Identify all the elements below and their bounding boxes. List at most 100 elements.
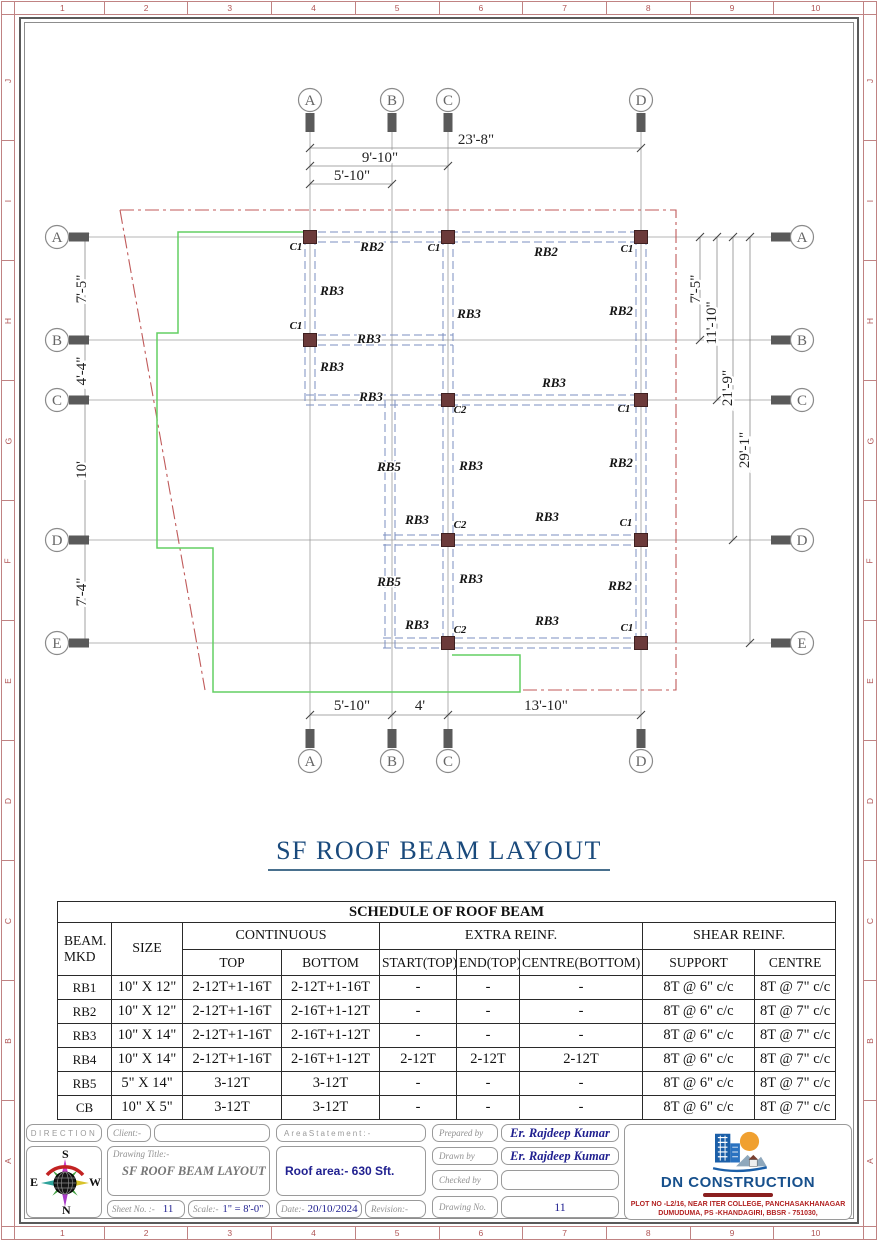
- date-value: 20/10/2024: [307, 1203, 358, 1215]
- schedule-cell: -: [519, 1095, 643, 1120]
- beam-label: RB2: [607, 578, 632, 593]
- schedule-cell: 2-12T+1-16T: [182, 999, 282, 1024]
- ruler-cell: B: [864, 980, 876, 1100]
- schedule-cell: 10" X 14": [111, 1023, 183, 1048]
- company-box: DN CONSTRUCTION PLOT NO -L2/16, NEAR ITE…: [624, 1124, 852, 1220]
- col-header-end-top: END(TOP): [456, 949, 520, 976]
- column-label: C1: [620, 517, 633, 529]
- grid-lines: [89, 131, 771, 729]
- column-marker: [441, 230, 455, 244]
- column-markers: [303, 230, 648, 650]
- svg-text:B: B: [387, 93, 397, 109]
- compass-box: S N E W: [26, 1146, 102, 1218]
- prepared-by-value: Er. Rajdeep Kumar: [510, 1125, 610, 1140]
- schedule-cell: 10" X 5": [111, 1095, 183, 1120]
- ruler-cell-label: 7: [562, 1228, 567, 1238]
- ruler-cell: 4: [271, 2, 355, 14]
- prepared-by-label-box: Prepared by: [432, 1124, 498, 1142]
- drawing-title-label: Drawing Title:-: [113, 1149, 170, 1159]
- schedule-cell: CB: [57, 1095, 112, 1120]
- ruler-cell: 1: [21, 2, 104, 14]
- dimension-text: 29'-1": [737, 432, 753, 468]
- direction-box: DIRECTION: [26, 1124, 102, 1142]
- company-address-line1: PLOT NO -L2/16, NEAR ITER COLLEGE, PANCH…: [630, 1201, 846, 1208]
- schedule-cell: 8T @ 6" c/c: [642, 999, 755, 1024]
- col-header-size: SIZE: [111, 922, 183, 976]
- dimension-text: 23'-8": [458, 132, 494, 148]
- grid-bubble-B: B: [44, 327, 89, 353]
- schedule-cell: 2-12T: [519, 1047, 643, 1072]
- schedule-title-row: SCHEDULE OF ROOF BEAM: [56, 901, 837, 923]
- column-marker: [303, 333, 317, 347]
- svg-text:D: D: [636, 754, 647, 770]
- ruler-cell: 9: [689, 2, 774, 14]
- dimension-ticks: [80, 143, 755, 720]
- checked-by-label-box: Checked by: [432, 1170, 498, 1190]
- ruler-cell: I: [2, 140, 14, 260]
- svg-text:B: B: [52, 333, 62, 349]
- ruler-cell: 8: [605, 1227, 690, 1239]
- beam-label: RB3: [358, 389, 383, 404]
- column-label: C2: [454, 404, 467, 416]
- schedule-cell: -: [379, 1071, 457, 1096]
- column-marker: [634, 533, 648, 547]
- dimension-text: 5'-10": [334, 698, 370, 714]
- schedule-cell: -: [519, 999, 643, 1024]
- svg-text:B: B: [387, 754, 397, 770]
- ruler-cell: G: [2, 380, 14, 500]
- direction-label: DIRECTION: [30, 1128, 98, 1138]
- compass-west-label: W: [89, 1175, 101, 1189]
- column-label: C1: [621, 622, 634, 634]
- ruler-cell: 6: [438, 1227, 523, 1239]
- dimension-text: 4'-4": [74, 357, 90, 386]
- ruler-cell-label: 9: [729, 3, 735, 13]
- scale-label: Scale:-: [193, 1204, 219, 1214]
- col-header-bottom: BOTTOM: [281, 949, 380, 976]
- ruler-cell: F: [864, 500, 876, 620]
- compass-south-label: S: [62, 1147, 69, 1161]
- beam-label: RB3: [456, 306, 481, 321]
- col-header-centre: CENTRE: [753, 949, 837, 976]
- column-marker: [303, 230, 317, 244]
- beam-label: RB3: [458, 458, 483, 473]
- schedule-cell: 3-12T: [182, 1071, 282, 1096]
- grid-bubble-C: C: [771, 387, 815, 413]
- drawing-frame: [19, 17, 859, 1224]
- ruler-cell: H: [864, 260, 876, 380]
- prepared-by-value-box: Er. Rajdeep Kumar: [501, 1124, 619, 1142]
- schedule-cell: 8T @ 7" c/c: [753, 1023, 837, 1048]
- ruler-cell: 7: [522, 2, 606, 14]
- grid-bubble-A: A: [297, 87, 323, 132]
- schedule-cell: 10" X 14": [111, 1047, 183, 1072]
- column-marker: [441, 636, 455, 650]
- column-label: C2: [454, 519, 467, 531]
- schedule-cell: -: [379, 1095, 457, 1120]
- grid-bubble-C: C: [435, 87, 461, 132]
- ruler-cell-label: 6: [478, 1228, 484, 1238]
- svg-text:B: B: [797, 333, 807, 349]
- schedule-title: SCHEDULE OF ROOF BEAM: [56, 901, 837, 923]
- date-label: Date:-: [281, 1204, 305, 1214]
- grid-bubble-D: D: [44, 527, 89, 553]
- checked-by-value-box[interactable]: [501, 1170, 619, 1190]
- ruler-cell: B: [2, 980, 14, 1100]
- beam-label: RB3: [356, 331, 381, 346]
- ruler-cell-label: 8: [645, 3, 651, 13]
- dimension-text: 13'-10": [524, 698, 568, 714]
- grid-bubble-C: C: [435, 729, 461, 774]
- column-label: C2: [454, 624, 467, 636]
- schedule-cell: RB2: [57, 999, 112, 1024]
- col-header-start-top: START(TOP): [379, 949, 457, 976]
- svg-text:C: C: [52, 393, 62, 409]
- grid-bubble-A: A: [297, 729, 323, 774]
- ruler-cell-label: B: [2, 1037, 13, 1044]
- dimension-text: 7'-4": [74, 578, 90, 607]
- beam-label: RB2: [533, 244, 558, 259]
- client-value-box[interactable]: [154, 1124, 270, 1142]
- beam-label: RB5: [376, 574, 401, 589]
